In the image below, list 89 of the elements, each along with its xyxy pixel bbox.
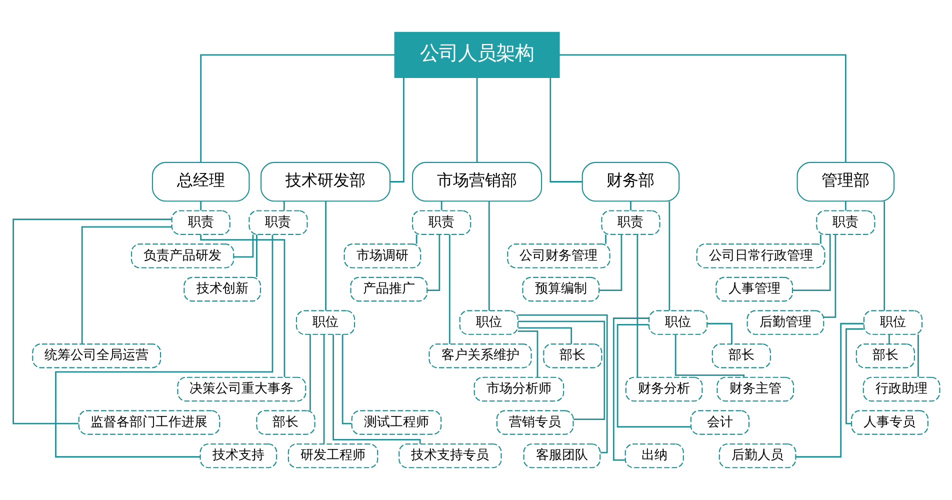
- node-box: 客户关系维护: [428, 344, 532, 368]
- connector: [598, 234, 622, 291]
- node-box: 后勤人员: [718, 443, 796, 468]
- connector: [549, 78, 582, 182]
- node-box: 技术研发部: [260, 162, 390, 202]
- node-box: 职责: [248, 210, 308, 235]
- connector: [518, 314, 608, 454]
- connector: [448, 234, 450, 344]
- connector: [518, 320, 605, 420]
- node-box: 产品推广: [350, 276, 428, 302]
- connector: [80, 226, 172, 344]
- node-box: 部长: [256, 410, 315, 435]
- node-box: 职位: [862, 310, 922, 335]
- node-box: 行政助理: [862, 376, 940, 402]
- node-box: 监督各部门工作进展: [78, 410, 220, 435]
- node-box: 职责: [816, 210, 875, 235]
- connector: [558, 54, 846, 162]
- node-box: 客服团队: [522, 443, 600, 468]
- connector: [844, 201, 846, 210]
- node-box: 决策公司重大事务: [176, 376, 306, 402]
- node-box: 会计: [690, 410, 749, 435]
- connector: [819, 234, 821, 244]
- node-box: 财务分析: [624, 376, 702, 402]
- connector: [888, 334, 890, 344]
- connector: [845, 328, 864, 424]
- connector: [518, 327, 572, 344]
- node-box: 职位: [648, 310, 708, 335]
- connector: [440, 201, 442, 210]
- node-box: 公司日常行政管理: [696, 244, 825, 268]
- connector: [324, 201, 326, 311]
- node-box: 部长: [711, 344, 770, 368]
- node-box: 总经理: [151, 162, 250, 202]
- node-box: 公司人员架构: [394, 32, 560, 78]
- node-box: 出纳: [624, 443, 684, 468]
- connector: [604, 234, 606, 244]
- node-box: 研发工程师: [287, 443, 378, 468]
- connector: [233, 234, 254, 258]
- connector: [823, 234, 836, 318]
- connector: [341, 334, 351, 424]
- node-box: 财务主管: [716, 376, 794, 402]
- node-box: 职位: [458, 310, 518, 335]
- node-box: 人事管理: [715, 276, 792, 302]
- node-box: 预算编制: [522, 276, 600, 302]
- node-box: 营销专员: [496, 410, 574, 435]
- node-box: 后勤管理: [746, 310, 824, 335]
- node-box: 公司财务管理: [506, 244, 610, 268]
- connector: [282, 201, 284, 210]
- connector: [792, 234, 830, 291]
- connector: [476, 78, 478, 162]
- node-box: 财务部: [581, 162, 680, 202]
- node-box: 市场调研: [343, 244, 421, 268]
- connector: [636, 234, 638, 378]
- connector: [616, 324, 690, 428]
- connector: [518, 330, 538, 378]
- connector: [309, 334, 310, 411]
- connector: [200, 201, 202, 210]
- connector: [322, 334, 324, 444]
- connector: [706, 322, 732, 344]
- connector: [12, 218, 172, 424]
- connector: [674, 334, 744, 377]
- node-box: 测试工程师: [350, 410, 442, 435]
- node-box: 负责产品研发: [130, 244, 234, 268]
- connector: [795, 322, 864, 458]
- node-box: 职位: [295, 310, 355, 335]
- connector: [668, 201, 670, 311]
- node-box: 职责: [412, 210, 471, 235]
- node-box: 职责: [170, 210, 230, 235]
- node-box: 人事专员: [850, 410, 928, 435]
- node-box: 职责: [600, 210, 660, 235]
- node-box: 市场营销部: [412, 162, 542, 202]
- node-box: 统筹公司全局运营: [32, 344, 161, 368]
- connector: [415, 234, 417, 244]
- node-box: 技术创新: [183, 276, 261, 302]
- connector: [488, 201, 490, 311]
- connector: [630, 201, 631, 210]
- connector: [256, 234, 257, 277]
- connector: [332, 334, 420, 444]
- node-box: 部长: [855, 344, 914, 368]
- node-box: 市场分析师: [473, 376, 564, 402]
- connector: [200, 54, 394, 162]
- connector: [612, 318, 648, 461]
- node-box: 技术支持: [199, 443, 277, 468]
- connector: [200, 234, 285, 377]
- node-box: 管理部: [796, 162, 894, 202]
- connector: [54, 234, 273, 458]
- node-box: 技术支持专员: [398, 443, 502, 468]
- node-box: 部长: [542, 344, 602, 368]
- connector: [883, 201, 885, 311]
- connector: [917, 334, 918, 377]
